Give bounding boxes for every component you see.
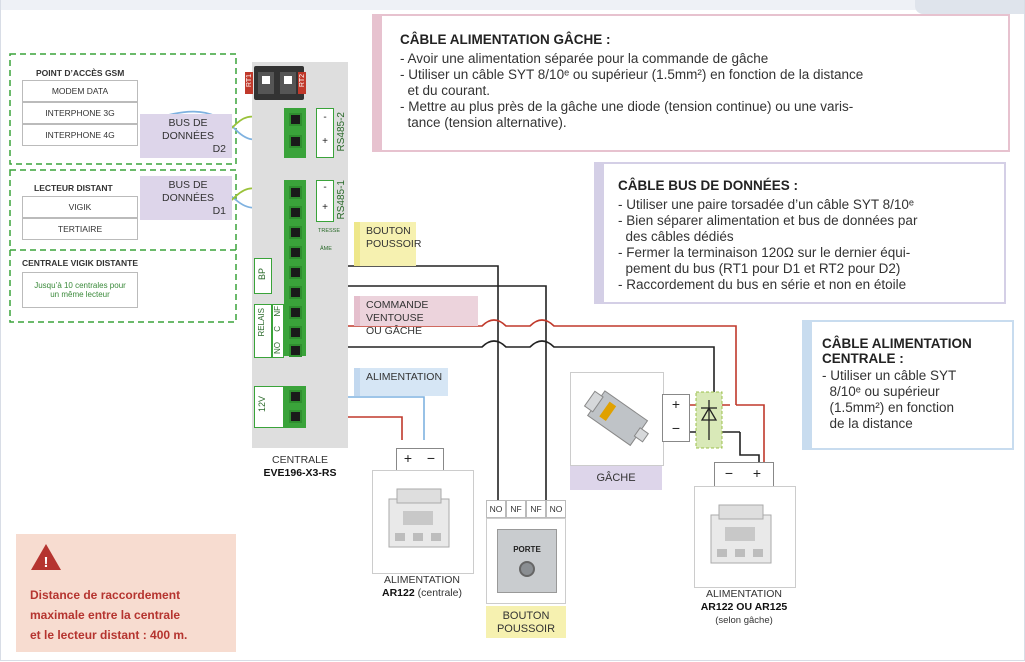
reader-group-border (9, 169, 237, 323)
note-bus-line: - Fermer la terminaison 120Ω sur le dern… (618, 245, 911, 260)
note-bus-title: CÂBLE BUS DE DONNÉES : (618, 178, 799, 193)
tresse-label: TRESSE (318, 228, 341, 234)
rs2-plus: + (322, 136, 328, 147)
gsm-group-title: POINT D’ACCÈS GSM (36, 68, 125, 78)
warning-box (16, 534, 236, 652)
bp-label: BP (257, 268, 267, 281)
rs485-2-label: RS485-2 (336, 112, 347, 152)
reader-item-tertiaire: TERTIAIRE (22, 218, 138, 240)
contact-nf: NF (526, 500, 546, 518)
relais-c: C (273, 326, 282, 332)
warning-icon: ! (31, 544, 61, 571)
note-gache-line: - Utiliser un câble SYT 8/10ᵉ ou supérie… (400, 67, 864, 82)
strike-image (570, 372, 664, 466)
contact-no: NO (546, 500, 566, 518)
psu-strike-minus: − (724, 465, 734, 481)
psu-strike-plus: + (752, 465, 762, 481)
gsm-item-4g: INTERPHONE 4G (22, 124, 138, 146)
remote-centrale-title: CENTRALE VIGIK DISTANTE (22, 258, 139, 268)
rt1-label: RT1 (246, 74, 253, 88)
reader-group-title: LECTEUR DISTANT (34, 183, 113, 193)
rs1-plus: + (322, 202, 328, 213)
remote-centrale-note: Jusqu’à 10 centrales pour un même lecteu… (22, 272, 138, 308)
note-centrale-line: - Utiliser un câble SYT (822, 368, 957, 383)
rs2-minus: - (323, 112, 327, 123)
relais-no: NO (273, 342, 282, 354)
gsm-group-border (9, 53, 237, 165)
psu-central-plus: + (403, 450, 413, 466)
strike-plus: + (671, 396, 681, 412)
note-gache-cable: CÂBLE ALIMENTATION GÂCHE : - Avoir une a… (372, 14, 1010, 152)
push-button-device[interactable]: PORTE (486, 518, 566, 604)
note-centrale-line: 8/10ᵉ ou supérieur (822, 384, 940, 399)
note-bus-line: - Utiliser une paire torsadée d’un câble… (618, 197, 914, 212)
svg-text:!: ! (44, 554, 49, 571)
note-bus-cable: CÂBLE BUS DE DONNÉES : - Utiliser une pa… (594, 162, 1006, 304)
tag-alimentation: ALIMENTATION (354, 368, 448, 396)
v12-label: 12V (257, 396, 267, 413)
note-gache-line: tance (tension alternative). (400, 115, 567, 130)
ame-label: ÂME (320, 246, 332, 252)
note-bus-line: - Raccordement du bus en série et non en… (618, 277, 907, 292)
psu-central-minus: − (426, 450, 436, 466)
rt2-tag (298, 72, 306, 94)
contact-no: NO (486, 500, 506, 518)
push-button-contacts: NO NF NF NO (486, 500, 566, 518)
gsm-item-3g: INTERPHONE 3G (22, 102, 138, 124)
psu-strike-image (694, 486, 796, 588)
strike-minus: − (671, 420, 681, 436)
reader-item-vigik: VIGIK (22, 196, 138, 218)
note-gache-title: CÂBLE ALIMENTATION GÂCHE : (400, 32, 611, 47)
note-bus-line: des câbles dédiés (618, 229, 734, 244)
note-bus-line: pement du bus (RT1 pour D1 et RT2 pour D… (618, 261, 901, 276)
rs1-minus: - (323, 182, 327, 193)
gsm-item-modem: MODEM DATA (22, 80, 138, 102)
strike-caption: GÂCHE (570, 466, 662, 490)
note-gache-line: - Avoir une alimentation séparée pour la… (400, 51, 769, 66)
rt2-label: RT2 (299, 74, 306, 88)
note-bus-line: - Bien séparer alimentation et bus de do… (618, 213, 918, 228)
push-button-knob (519, 561, 535, 577)
note-centrale-line: de la distance (822, 416, 913, 431)
psu-central-image (372, 470, 474, 574)
relais-label: RELAIS (257, 308, 266, 337)
note-gache-line: - Mettre au plus près de la gâche une di… (400, 99, 854, 114)
rs485-1-label: RS485-1 (336, 180, 347, 220)
warning-text: Distance de raccordement maximale entre … (30, 588, 188, 642)
rt1-tag (245, 72, 253, 94)
note-gache-line: et du courant. (400, 83, 491, 98)
note-centrale-line: (1.5mm²) en fonction (822, 400, 955, 415)
top-strip (0, 0, 1025, 14)
relais-nf: NF (273, 306, 282, 317)
porte-label: PORTE (513, 545, 541, 554)
contact-nf: NF (506, 500, 526, 518)
